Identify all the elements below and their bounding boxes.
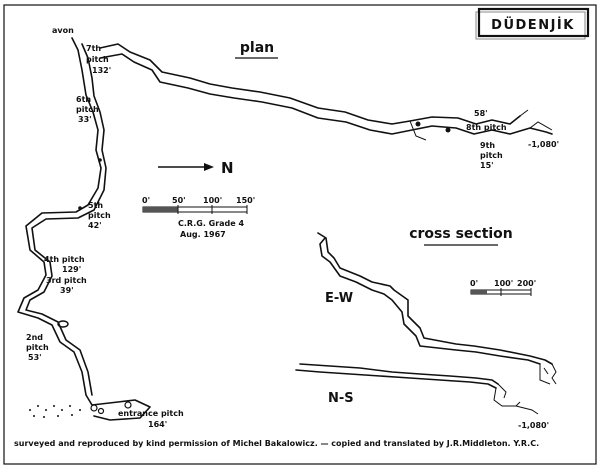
plan-end-sump (409, 109, 553, 141)
svg-text:5th: 5th (88, 201, 103, 210)
svg-text:7th: 7th (86, 44, 101, 53)
svg-text:3rd pitch: 3rd pitch (46, 276, 87, 285)
pitch-markers (57, 121, 451, 415)
svg-text:pitch: pitch (480, 151, 503, 160)
sheet-frame (3, 4, 597, 465)
svg-text:164': 164' (148, 420, 167, 429)
plan-scale-bar: 0' 50' 100' 150' C.R.G. Grade 4 Aug. 196… (142, 196, 255, 239)
svg-text:33': 33' (78, 115, 92, 124)
label-final-depth: -1,080' (528, 140, 559, 149)
ns-depth-label: -1,080' (518, 421, 549, 430)
svg-text:42': 42' (88, 221, 102, 230)
label-9th-pitch: 9th pitch 15' (480, 141, 503, 170)
svg-text:entrance pitch: entrance pitch (118, 409, 184, 418)
ns-profile-lower (299, 363, 499, 385)
ew-profile-end (539, 363, 557, 385)
label-7th-pitch: 7th pitch 132' (86, 44, 111, 75)
svg-text:100': 100' (203, 196, 222, 205)
ns-label: N-S (328, 391, 354, 406)
grade-label: C.R.G. Grade 4 (178, 219, 244, 228)
plan-view: plan avon 7th (17, 26, 559, 429)
label-entrance-pitch: entrance pitch 164' (118, 409, 184, 429)
label-5th-pitch: 5th pitch 42' (88, 201, 111, 230)
svg-text:pitch: pitch (26, 343, 49, 352)
date-label: Aug. 1967 (180, 230, 226, 239)
label-2nd-pitch: 2nd pitch 53' (26, 333, 49, 362)
svg-text:9th: 9th (480, 141, 495, 150)
label-6th-pitch: 6th pitch 33' (76, 95, 99, 124)
cross-section-view: cross section 0' 100' 200' E-W N-S -1,08… (295, 226, 557, 430)
survey-title: DÜDENJİK (491, 17, 575, 33)
svg-text:0': 0' (470, 279, 478, 288)
ew-profile-lower (319, 237, 541, 365)
svg-text:200': 200' (517, 279, 536, 288)
svg-text:50': 50' (172, 196, 186, 205)
title-box: DÜDENJİK (475, 7, 590, 40)
svg-text:pitch: pitch (88, 211, 111, 220)
label-3rd-pitch: 3rd pitch 39' (46, 276, 87, 295)
plan-passage-inner (25, 43, 107, 396)
ew-profile-upper (317, 232, 553, 365)
svg-text:4th pitch: 4th pitch (44, 255, 85, 264)
svg-text:15': 15' (480, 161, 494, 170)
svg-text:129': 129' (62, 265, 81, 274)
plan-east-passage-upper (99, 43, 521, 125)
section-scale-bar: 0' 100' 200' (470, 279, 536, 296)
ns-profile-upper (295, 369, 497, 389)
label-8th-pitch-depth: 58' (474, 109, 488, 118)
label-8th-pitch: 8th pitch (466, 123, 507, 132)
plan-east-passage-lower (99, 53, 553, 135)
section-heading: cross section (409, 226, 513, 242)
svg-text:0': 0' (142, 196, 150, 205)
ns-profile-end (493, 383, 539, 415)
label-4th-pitch: 4th pitch 129' (44, 255, 85, 274)
label-avon: avon (52, 26, 74, 35)
svg-text:pitch: pitch (76, 105, 99, 114)
svg-text:150': 150' (236, 196, 255, 205)
plan-passage-outer (17, 37, 151, 421)
svg-text:132': 132' (92, 66, 111, 75)
entrance-scatter (29, 405, 81, 418)
credits-footer: surveyed and reproduced by kind permissi… (14, 439, 539, 448)
svg-text:pitch: pitch (86, 55, 109, 64)
plan-heading: plan (240, 40, 274, 56)
ew-label: E-W (325, 291, 353, 306)
svg-text:2nd: 2nd (26, 333, 43, 342)
svg-text:39': 39' (60, 286, 74, 295)
north-arrow: N (158, 159, 234, 177)
svg-text:100': 100' (494, 279, 513, 288)
north-label: N (221, 159, 234, 177)
svg-text:53': 53' (28, 353, 42, 362)
svg-text:6th: 6th (76, 95, 91, 104)
